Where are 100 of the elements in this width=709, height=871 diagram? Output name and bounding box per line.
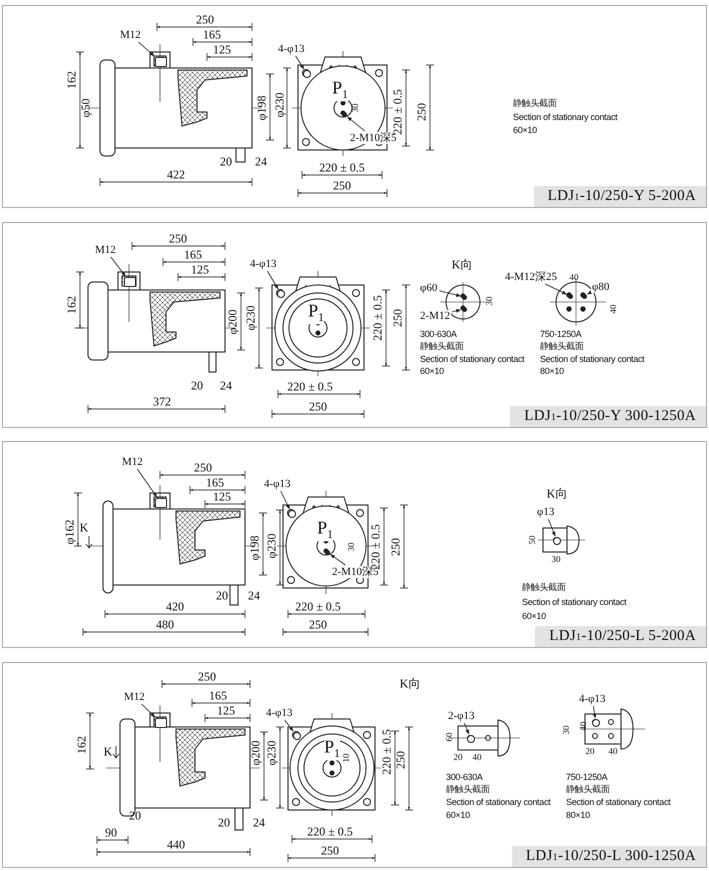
note-text: 静触头截面 — [420, 342, 464, 352]
dimension-label: 165 — [206, 476, 224, 490]
dimension-label: P$_{1}$ — [324, 737, 340, 761]
dimension-label: 24 — [253, 816, 265, 830]
callout-text: 4-M12深25 — [504, 271, 558, 283]
dimension-label: φ230 — [244, 306, 258, 330]
dimension-label: 162 — [65, 71, 79, 89]
callout-text: 2-M12 — [419, 310, 451, 322]
dimension-label: 30 — [347, 542, 357, 552]
dimension-label: φ230 — [273, 92, 287, 118]
dimension-label: 30 — [562, 726, 572, 734]
dimension-label: 220 ± 0.5 — [371, 295, 385, 341]
leader-line — [452, 309, 461, 313]
dimension-label: 20 — [586, 747, 594, 757]
dimension-label: φ230 — [265, 534, 279, 558]
note-text: 80×10 — [566, 811, 590, 821]
note-text: 300-630A — [420, 330, 457, 340]
callout-text: 4-φ13 — [578, 693, 607, 705]
dimension-label: 20 — [191, 379, 203, 393]
dimension-label: φ198 — [255, 96, 269, 120]
leader-line — [295, 56, 304, 70]
bolt-hole — [467, 735, 475, 743]
dimension-label: K — [80, 521, 88, 535]
callout-text: 4-φ13 — [277, 43, 306, 55]
drawing-panel — [2, 662, 707, 868]
dimension-label: 250 — [169, 232, 187, 246]
note-text: 静触头截面 — [522, 583, 566, 593]
dimension-label: 30 — [351, 104, 361, 112]
dimension-label: 24 — [248, 589, 260, 603]
note-text: Section of stationary contact — [540, 355, 644, 365]
dimension-label: 250 — [389, 538, 403, 556]
leader-line — [438, 290, 461, 297]
dimension-label: 220 ± 0.5 — [295, 600, 341, 614]
note-text: 静触头截面 — [446, 785, 490, 795]
leader-line — [141, 704, 156, 718]
dimension-label: 250 — [391, 309, 405, 327]
note-text: 60×10 — [420, 367, 444, 377]
dimension-label: 162 — [65, 296, 79, 314]
dimension-label: 165 — [203, 28, 221, 42]
dimension-label: 250 — [309, 618, 327, 632]
note-text: Section of stationary contact — [513, 113, 618, 123]
dimension-label: 250 — [309, 400, 327, 414]
terminal-bolt — [155, 498, 167, 508]
contact-hole — [462, 306, 466, 312]
dimension-label: 125 — [217, 704, 235, 718]
callout-text: M12 — [123, 691, 146, 703]
leader-line — [110, 256, 126, 276]
dimension-label: 40 — [609, 304, 619, 314]
drawing-panel — [2, 5, 707, 208]
terminal-bolt — [155, 57, 167, 67]
callout-text: 4-φ13 — [265, 707, 294, 719]
callout-text: φ13 — [536, 506, 556, 518]
note-text: Section of stationary contact — [446, 798, 550, 808]
dimension-label: 480 — [156, 618, 174, 632]
dimension-label: 165 — [209, 689, 227, 703]
leader-line — [284, 720, 294, 732]
dimension-label: φ162 — [63, 520, 77, 544]
callout-text: M12 — [94, 244, 117, 256]
dimension-label: 250 — [196, 13, 214, 27]
dimension-label: 30 — [485, 296, 495, 306]
note-text: 300-630A — [446, 773, 483, 783]
drawing-panel — [2, 222, 707, 428]
dimension-label: 10 — [342, 754, 352, 762]
terminal-bolt — [124, 277, 136, 287]
dimension-label: 372 — [153, 395, 171, 409]
dimension-label: 40 — [608, 747, 618, 757]
contact-hole — [582, 294, 586, 298]
note-text: Section of stationary contact — [420, 355, 524, 365]
terminal-bolt — [155, 718, 167, 728]
leader-line — [592, 706, 596, 718]
dimension-label: 20 — [129, 809, 141, 823]
leader-line — [136, 468, 158, 498]
dimension-label: 24 — [255, 155, 267, 169]
dimension-label: 422 — [167, 168, 185, 182]
dimension-label: 220 ± 0.5 — [307, 825, 353, 839]
bolt-hole — [288, 510, 296, 518]
dimension-label: 60 — [445, 732, 455, 742]
dimension-label: K — [104, 745, 112, 759]
callout-text: M12 — [119, 29, 142, 41]
dimension-label: 125 — [213, 43, 231, 57]
dimension-label: 250 — [394, 751, 408, 769]
dimension-label: 20 — [218, 816, 230, 830]
contact-hole — [324, 550, 330, 554]
dimension-label: φ50 — [79, 98, 93, 118]
dimension-label: 440 — [167, 838, 185, 852]
callout-text: φ80 — [591, 281, 610, 293]
note-text: 静触头截面 — [513, 99, 557, 109]
note-text: Section of stationary contact — [566, 798, 670, 808]
bolt-hole — [592, 719, 600, 727]
leader-line — [280, 490, 290, 510]
dimension-label: 420 — [166, 600, 184, 614]
dimension-label: 125 — [213, 490, 231, 504]
note-text: 80×10 — [540, 367, 564, 377]
callout-text: φ60 — [419, 282, 438, 294]
dimension-label: 250 — [198, 670, 216, 684]
note-text: 静触头截面 — [540, 342, 584, 352]
callout-text: 4-φ13 — [249, 258, 278, 270]
dimension-label: 90 — [105, 826, 117, 840]
dimension-label: K向 — [452, 258, 472, 272]
dimension-label: K向 — [546, 487, 568, 501]
